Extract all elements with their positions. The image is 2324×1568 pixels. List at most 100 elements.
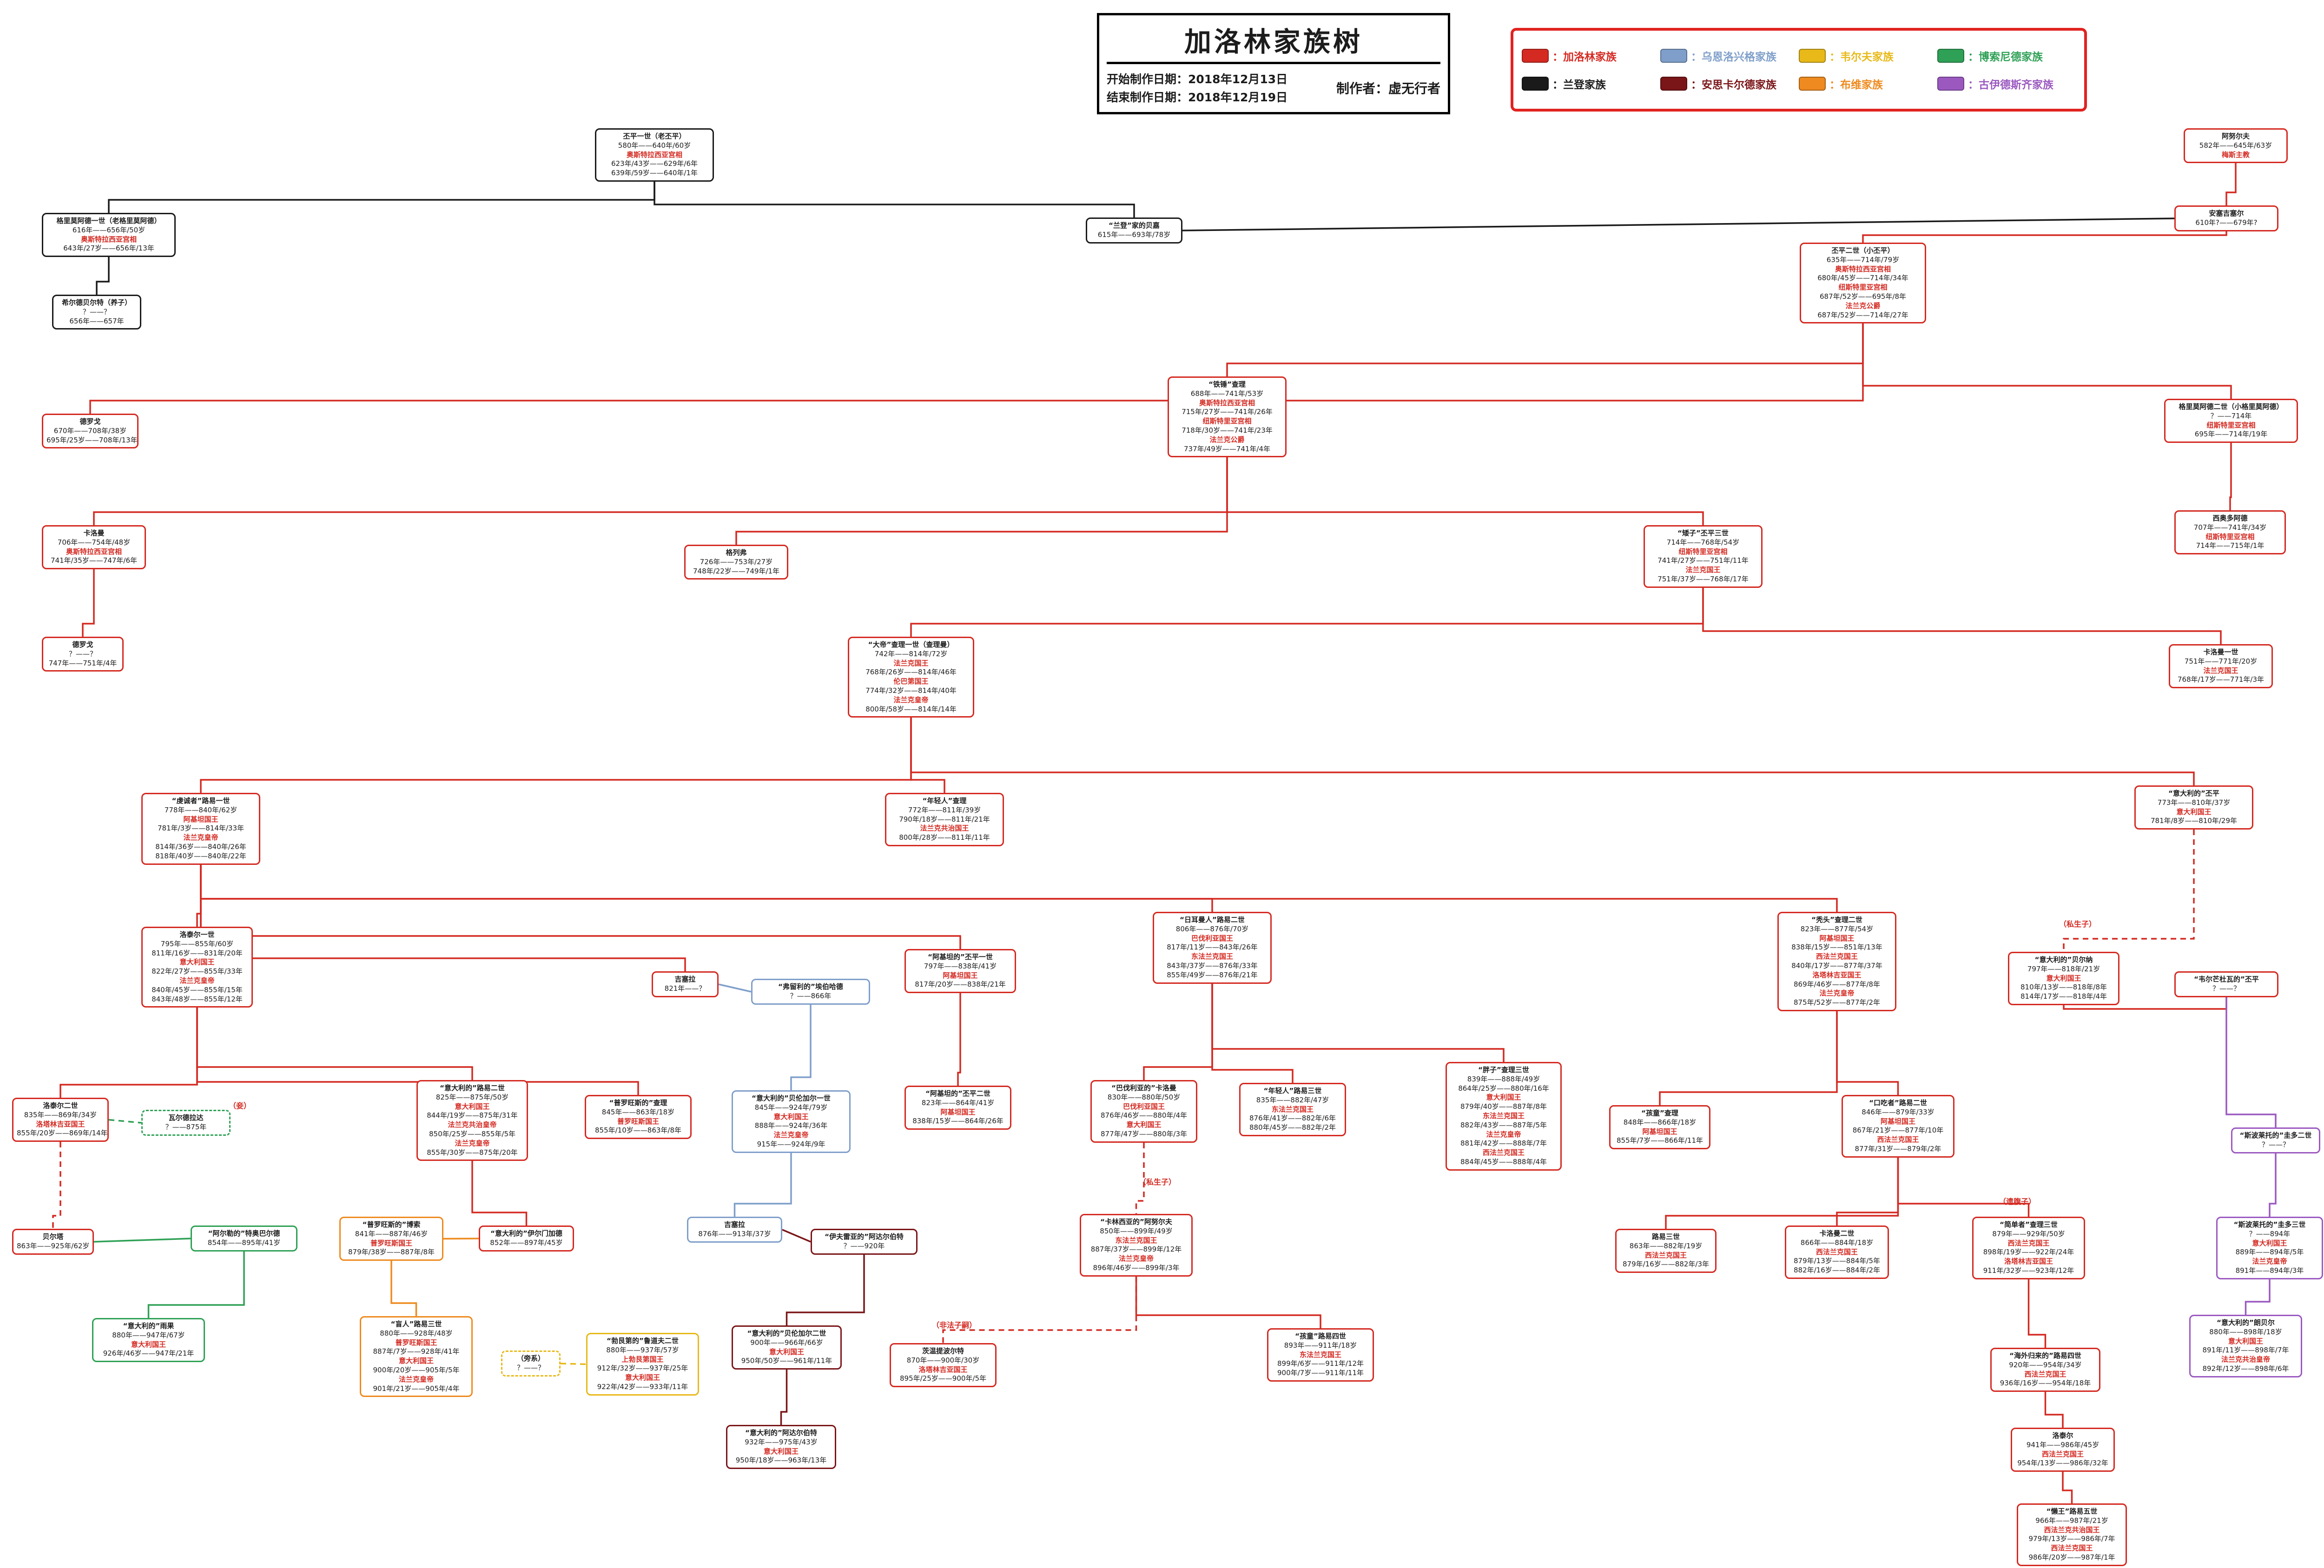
person-dates: 意大利国王 [1486,1093,1521,1102]
person-dates: 817年/20岁——838年/21年 [915,980,1006,989]
person-dates: 东法兰克国王 [1115,1236,1157,1245]
person-name: “年轻人”路易三世 [1263,1087,1322,1095]
person-dates: 意大利国王 [179,958,215,967]
person-dates: 810年/13岁——818年/8年 [2020,983,2107,992]
person-dates: 797年——838年/41岁 [924,962,997,970]
person-dates: 法兰克共治国王 [920,824,969,833]
person-name: 丕平一世（老丕平） [623,132,686,140]
person-name: “意大利的”贝伦加尔一世 [752,1094,831,1102]
person-dates: 855年/20岁——869年/14年 [17,1129,108,1138]
edge-lothair2-waldrada [108,1119,142,1124]
person-dates: 797年——818年/21岁 [2027,964,2100,973]
person-dates: 846年——879年/33岁 [1862,1107,1934,1116]
person-dates: 巴伐利亚国王 [1122,1102,1165,1111]
person-dates: 900年/7岁——911年/11年 [1277,1369,1364,1377]
person-dates: 意大利国王 [455,1102,490,1111]
person-name: 希尔德贝尔特（养子） [61,298,132,307]
person-name: 卡洛曼一世 [2203,648,2238,656]
person-name: 卡洛曼二世 [1819,1229,1855,1238]
person-dates: 790年/18岁——811年/21年 [899,815,990,824]
person-dates: 615年——693年/78岁 [1097,230,1171,239]
legend-label: ：加洛林家族 [1552,51,1617,63]
person-dates: 阿基坦国王 [1642,1127,1677,1136]
person-dates: 932年——975年/43岁 [745,1437,818,1446]
person-dates: 823年——877年/54岁 [1800,924,1874,933]
person-name: “日耳曼人”路易二世 [1180,916,1245,924]
legend-label: ：韦尔夫家族 [1829,51,1894,63]
person-dates: 意大利国王 [398,1357,434,1365]
person-dates: 843年/48岁——855年/12年 [152,995,243,1003]
person-dates: 普罗旺斯国王 [617,1117,659,1126]
person-name: “巴伐利亚的”卡洛曼 [1111,1084,1176,1092]
person-dates: 863年——882年/19岁 [1629,1241,1703,1250]
person-dates: 奥斯特拉西亚宫相 [66,547,122,556]
edge-pepin1_landen-grimoald1 [108,182,655,213]
person-dates: 839年——888年/49岁 [1467,1074,1540,1083]
person-dates: 意大利国王 [763,1447,799,1456]
edge-louis2_italy-ermengard_italy [471,1161,528,1225]
legend-item-orange: ：布维家族 [1799,76,1937,92]
person-name: “胖子”查理三世 [1478,1066,1529,1074]
person-dates: ？——894年 [2249,1229,2291,1238]
person-dates: 866年——884年/18岁 [1800,1238,1874,1247]
edge-pepin_italy-bernard_italy [2063,830,2195,952]
person-dates: 778年——840年/62岁 [164,805,238,814]
person-dates: 898年/19岁——922年/24年 [1983,1248,2074,1257]
person-name: 路易三世 [1651,1232,1680,1241]
person-dates: 687年/52岁——695年/8年 [1820,292,1906,301]
person-dates: 880年——947年/67岁 [112,1331,185,1339]
person-name: “大帝”查理一世（查理曼） [868,640,954,649]
person-dates: 742年——814年/72岁 [874,649,948,658]
person-dates: 741年/35岁——747年/6年 [51,556,137,565]
edge-louis_german-carloman_bavaria [1143,984,1213,1080]
annotation-label: （私生子） [2059,920,2097,929]
person-dates: 法兰克皇帝 [2252,1257,2287,1266]
person-name: 格里莫阿德二世（小格里莫阿德） [2179,402,2284,411]
edge-adalbert_ivrea-berengar2 [786,1255,865,1325]
legend-item-black: ：兰登家族 [1522,76,1660,92]
person-dates: 876年——913年/37岁 [698,1229,771,1238]
person-name: （旁系） [516,1354,545,1363]
person-dates: 751年/37岁——768年/17年 [1657,574,1749,583]
edge-bertha_loth-theobald_arles [93,1238,191,1243]
person-dates: 821年——？ [664,984,706,993]
person-node-guy_spoleto2: “斯波莱托的”圭多二世？——？ [2231,1127,2320,1153]
person-dates: 941年——986年/45岁 [2026,1440,2100,1449]
person-dates: 900年/20岁——905年/5年 [373,1365,460,1374]
person-name: “口吃者”路易二世 [1869,1099,1927,1107]
person-dates: 奥斯特拉西亚宫相 [80,235,137,244]
person-dates: 西法兰克国王 [1644,1251,1687,1259]
edge-charles_martel-pepin3 [1226,457,1704,525]
edge-louis_stammerer-louis3_france [1665,1158,1899,1229]
person-dates: 891年——894年/3年 [2235,1266,2304,1275]
person-dates: 东法兰克国王 [1299,1350,1341,1359]
edge-louis_german-charles_fat [1211,984,1505,1062]
person-dates: 936年/16岁——954年/18年 [2000,1379,2091,1388]
person-dates: 768年/17岁——771年/3年 [2178,675,2264,684]
person-dates: 意大利国王 [2228,1337,2263,1345]
person-dates: 822年/27岁——855年/33年 [152,967,243,976]
person-dates: 747年——751年/4年 [48,659,117,667]
person-dates: 922年/42岁——933年/11年 [597,1382,688,1391]
person-name: “矮子”丕平三世 [1677,529,1729,537]
annotation-label: （遗腹子） [1999,1197,2036,1206]
person-dates: 876年/46岁——880年/4年 [1101,1111,1187,1120]
person-dates: 920年——954年/34岁 [2009,1360,2082,1369]
person-dates: 阿基坦国王 [1819,934,1855,942]
edge-arnulf_carinthia-louis_child [1135,1277,1321,1328]
